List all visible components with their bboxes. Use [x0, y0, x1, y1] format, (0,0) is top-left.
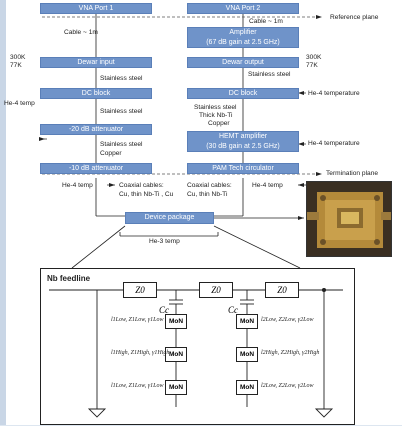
- temp-77k-left: 77K: [10, 62, 22, 69]
- dc-block-right-box: DC block: [187, 88, 299, 99]
- attenuator-20db-box: -20 dB attenuator: [40, 124, 152, 135]
- cc-left-label: Cc: [159, 305, 169, 315]
- cable-left-label: Cable ~ 1m: [64, 29, 98, 36]
- vna-port-1-box: VNA Port 1: [40, 3, 152, 14]
- he4-temp-left-2: He-4 temp: [62, 182, 93, 189]
- z0-impedance-3: Z0: [265, 282, 299, 298]
- reference-plane-label: Reference plane: [330, 14, 379, 21]
- thick-nbti-label: Thick Nb-Ti: [199, 112, 233, 119]
- stainless-steel-right-1: Stainless steel: [248, 71, 291, 78]
- nb-feedline-label: Nb feedline: [47, 274, 91, 283]
- vna-port-2-box: VNA Port 2: [187, 3, 299, 14]
- cc-right-label: Cc: [228, 305, 238, 315]
- hemt-gain-label: (30 dB gain at 2.5 GHz): [206, 143, 280, 150]
- res-left-3: l1Low, Z1Low, γ1Low: [111, 383, 164, 389]
- stainless-steel-left-1: Stainless steel: [100, 75, 143, 82]
- temp-300k-right: 300K: [306, 54, 322, 61]
- coax-right-materials: Cu, thin Nb-Ti: [187, 191, 228, 198]
- coax-right-title: Coaxial cables:: [187, 182, 232, 189]
- mon-left-3: MoN: [165, 380, 187, 395]
- z0-impedance-2: Z0: [199, 282, 233, 298]
- mon-right-3: MoN: [236, 380, 258, 395]
- device-photo-drawing: [307, 182, 391, 256]
- mon-left-1: MoN: [165, 314, 187, 329]
- he4-temp-left-label: He-4 temp: [4, 100, 35, 107]
- dewar-input-box: Dewar input: [40, 57, 152, 68]
- attenuator-10db-box: -10 dB attenuator: [40, 163, 152, 174]
- dc-block-left-box: DC block: [40, 88, 152, 99]
- coax-left-materials: Cu, thin Nb-Ti , Cu: [119, 191, 174, 198]
- temp-77k-right: 77K: [306, 62, 318, 69]
- he4-temperature-right-1: He-4 temperature: [308, 90, 360, 97]
- device-package-box: Device package: [125, 212, 214, 224]
- circulator-box: PAM Tech circulator: [187, 163, 299, 174]
- dewar-output-box: Dewar output: [187, 57, 299, 68]
- mon-left-2: MoN: [165, 347, 187, 362]
- amplifier-gain-label: (67 dB gain at 2.5 GHz): [206, 39, 280, 46]
- res-left-1: l1Low, Z1Low, γ1Low: [111, 317, 164, 323]
- hemt-label: HEMT amplifier: [218, 133, 268, 140]
- stainless-steel-left-2: Stainless steel: [100, 108, 143, 115]
- amplifier-box: Amplifier (67 dB gain at 2.5 GHz): [187, 27, 299, 48]
- mon-right-2: MoN: [236, 347, 258, 362]
- amplifier-label: Amplifier: [229, 29, 257, 36]
- temp-300k-left: 300K: [10, 54, 26, 61]
- termination-plane-label: Termination plane: [326, 170, 379, 177]
- copper-left-label: Copper: [100, 150, 122, 157]
- res-right-3: l2Low, Z2Low, γ2Low: [261, 383, 314, 389]
- circuit-wires: [49, 287, 343, 418]
- z0-impedance-1: Z0: [123, 282, 157, 298]
- circuit-inset: Nb feedline Z0 Z0 Z0 Cc Cc MoN MoN MoN M…: [40, 268, 355, 425]
- stainless-steel-left-3: Stainless steel: [100, 141, 143, 148]
- coax-left-title: Coaxial cables:: [119, 182, 164, 189]
- hemt-amplifier-box: HEMT amplifier (30 dB gain at 2.5 GHz): [187, 131, 299, 152]
- stainless-steel-right-2: Stainless steel: [194, 104, 237, 111]
- res-left-2: l1High, Z1High, γ1High: [111, 350, 170, 356]
- res-right-1: l2Low, Z2Low, γ2Low: [261, 317, 314, 323]
- he3-temp-label: He-3 temp: [149, 238, 180, 245]
- cable-right-label: Cable ~ 1m: [249, 18, 283, 25]
- res-right-2: l2High, Z2High, γ2High: [261, 350, 320, 356]
- device-photo: [306, 181, 392, 257]
- he4-temp-right-3: He-4 temp: [252, 182, 283, 189]
- copper-right-label: Copper: [208, 120, 230, 127]
- he4-temperature-right-2: He-4 temperature: [308, 140, 360, 147]
- mon-right-1: MoN: [236, 314, 258, 329]
